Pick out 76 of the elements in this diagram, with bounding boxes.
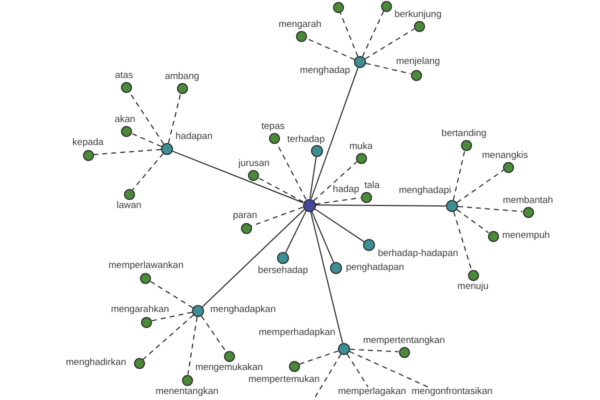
connector-line	[306, 38, 355, 60]
node-label: lawan	[116, 201, 142, 211]
connector-line	[202, 209, 305, 308]
node-label: muka	[349, 142, 373, 152]
connector-line	[168, 92, 182, 144]
node-label: mengemukakan	[195, 363, 263, 373]
node-label: jurusan	[238, 159, 270, 169]
node-label: menjelang	[396, 57, 440, 67]
node-label: atas	[115, 71, 133, 81]
connector-line	[315, 204, 446, 206]
connector-line	[257, 177, 304, 202]
connector-line	[346, 354, 368, 388]
connector-line	[92, 148, 162, 156]
connector-line	[364, 28, 415, 60]
connector-line	[313, 161, 358, 202]
connector-line	[453, 211, 472, 270]
connector-line	[310, 67, 358, 200]
connector-line	[130, 132, 162, 148]
connector-line	[457, 206, 524, 212]
node-label: menghadirkan	[66, 358, 126, 368]
node-label: akan	[114, 115, 136, 125]
node-label: terhadap	[287, 135, 325, 145]
node-label: berhadap-hadapan	[378, 249, 458, 259]
connector-line	[285, 210, 307, 254]
connector-line	[456, 209, 490, 234]
connector-line	[250, 206, 304, 227]
node-label: kepada	[72, 138, 104, 148]
node-label: menghadapi	[398, 186, 452, 196]
connector-line	[314, 208, 364, 242]
node-label: menghadapkan	[210, 305, 276, 315]
node-label: tepas	[261, 122, 285, 132]
node-label: membantah	[502, 196, 554, 206]
node-label: mengonfrontasikan	[412, 387, 492, 397]
node-label: memperlagakan	[338, 387, 406, 397]
node-label: berkunjung	[394, 10, 442, 20]
node-circle	[332, 2, 344, 12]
node-label: penghadapan	[346, 263, 404, 273]
connector-line	[311, 210, 334, 263]
node-label: mempertentangkan	[363, 336, 445, 346]
connector-line	[150, 312, 193, 322]
connector-line	[310, 210, 344, 344]
node-label: hadapan	[176, 132, 212, 142]
connector-line	[142, 314, 194, 360]
node-label: menangkis	[482, 151, 528, 161]
node-label: tala	[364, 181, 380, 191]
connector-line	[350, 348, 399, 352]
node-label: bersehadap	[258, 266, 308, 276]
node-label: paran	[232, 211, 258, 221]
connector-line	[340, 12, 358, 57]
node-circle	[380, 0, 392, 12]
connector-line	[365, 62, 412, 74]
node-label: menuju	[457, 282, 489, 292]
node-label: memperlawankan	[108, 261, 184, 271]
connector-line	[452, 150, 466, 201]
connector-line	[172, 150, 304, 204]
node-label: mengarah	[278, 20, 322, 30]
connector-line	[362, 10, 384, 58]
connector-line	[456, 170, 504, 204]
connector-line	[348, 350, 428, 388]
node-label: memperhadapkan	[258, 328, 336, 338]
connector-line	[200, 315, 226, 352]
node-label: menentangkan	[156, 387, 218, 397]
connector-line	[309, 156, 317, 200]
node-label: mempertemukan	[248, 375, 320, 385]
connector-line	[314, 197, 362, 205]
node-label: ambang	[164, 72, 200, 82]
connector-line	[298, 350, 339, 365]
connector-line	[149, 280, 194, 308]
node-label: menempuh	[502, 231, 550, 241]
node-label: bertanding	[442, 129, 486, 139]
connector-line	[187, 316, 198, 376]
node-label: menghadap	[300, 66, 350, 76]
node-label: mengarahkan	[110, 305, 170, 315]
connector-line	[132, 153, 164, 190]
node-label: hadap	[332, 185, 360, 195]
connector-line	[314, 354, 342, 400]
